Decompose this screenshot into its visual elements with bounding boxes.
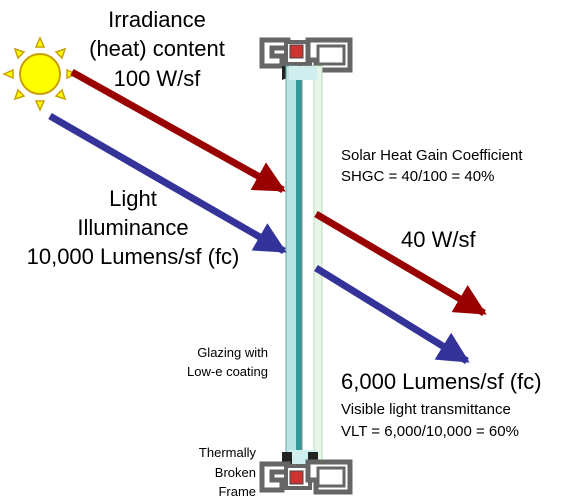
glazing-line1: Glazing with — [197, 345, 268, 360]
light-line1: Light — [109, 186, 157, 211]
irradiance-value: 100 W/sf — [114, 66, 202, 91]
frame-line3: Frame — [218, 484, 256, 499]
vlt-formula: VLT = 6,000/10,000 = 60% — [341, 423, 519, 440]
light-line2: Illuminance — [77, 215, 188, 240]
glazing-unit — [285, 65, 323, 464]
frame-line2: Broken — [215, 465, 256, 480]
irradiance-line1: Irradiance — [108, 7, 206, 32]
light-value: 10,000 Lumens/sf (fc) — [27, 244, 240, 269]
vlt-label: 6,000 Lumens/sf (fc) Visible light trans… — [341, 369, 542, 440]
glazing-label: Glazing with Low-e coating — [187, 345, 268, 379]
light-label: Light Illuminance 10,000 Lumens/sf (fc) — [27, 186, 240, 269]
shgc-formula: SHGC = 40/100 = 40% — [341, 168, 494, 185]
light-transmitted-label: 6,000 Lumens/sf (fc) — [341, 369, 542, 394]
sun-icon — [2, 36, 78, 112]
shgc-label: Solar Heat Gain Coefficient SHGC = 40/10… — [341, 147, 523, 185]
frame-line1: Thermally — [199, 445, 257, 460]
window-frame-bottom — [259, 452, 353, 495]
shgc-title: Solar Heat Gain Coefficient — [341, 147, 523, 164]
light-incident-arrow — [48, 112, 287, 255]
glazing-line2: Low-e coating — [187, 364, 268, 379]
frame-label: Thermally Broken Frame — [199, 445, 257, 499]
heat-transmitted-label: 40 W/sf — [401, 227, 476, 252]
heat-incident-arrow — [70, 68, 286, 194]
irradiance-label: Irradiance (heat) content 100 W/sf — [89, 7, 225, 91]
heat-transmitted-arrow — [314, 210, 487, 317]
irradiance-line2: (heat) content — [89, 36, 225, 61]
light-transmitted-arrow — [314, 265, 470, 364]
vlt-title: Visible light transmittance — [341, 401, 511, 418]
